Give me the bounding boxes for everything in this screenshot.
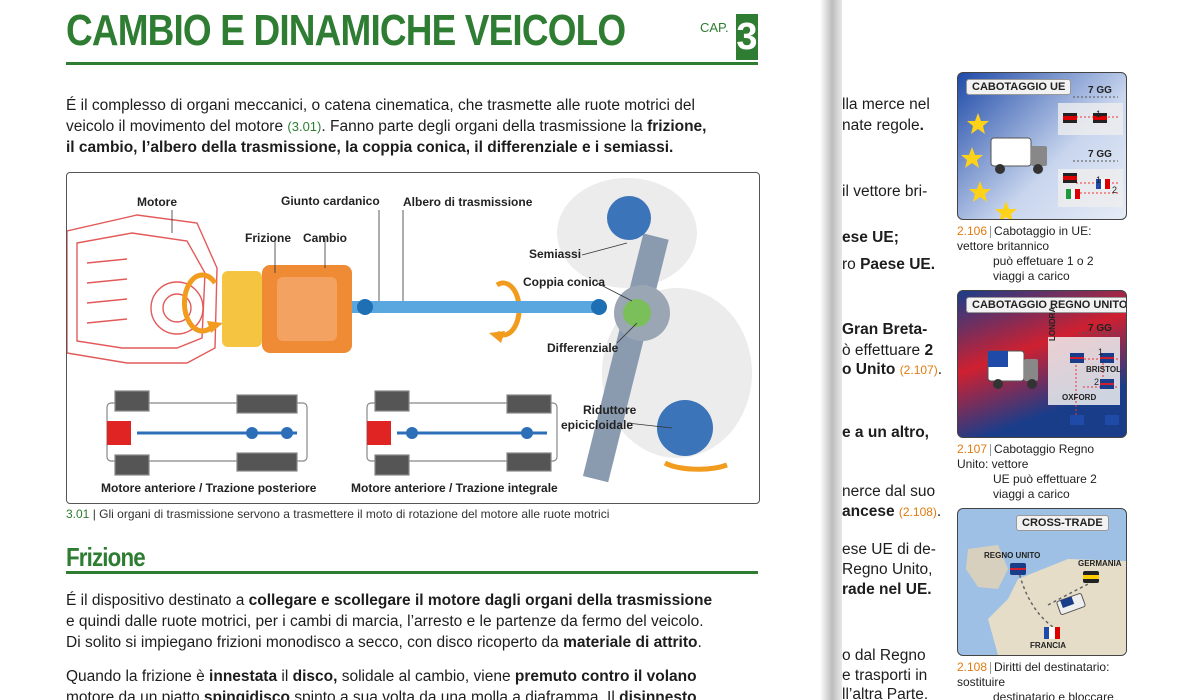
left-page: CAMBIO E DINAMICHE VEICOLO CAP. 3 É il c… xyxy=(0,0,820,700)
layout-diagram-awd xyxy=(366,390,558,476)
city-bristol: BRISTOL xyxy=(1086,365,1121,374)
right-line-17: ll’altra Parte. xyxy=(842,686,929,700)
clutch-shape xyxy=(222,271,262,347)
label-layout-awd: Motore anteriore / Trazione integrale xyxy=(351,481,558,495)
cabotaggio-ue-diagram xyxy=(961,96,1123,219)
figure-caption: 3.01 | Gli organi di trasmissione servon… xyxy=(66,507,610,521)
card-title: CABOTAGGIO REGNO UNITO xyxy=(966,297,1126,313)
right-line-15: o dal Regno xyxy=(842,647,926,664)
card-cross-trade: CROSS-TRADE REGNO UNITO GERMANIA FRANCIA xyxy=(957,508,1127,656)
label-semiassi: Semiassi xyxy=(529,247,582,261)
chapter-title: CAMBIO E DINAMICHE VEICOLO xyxy=(66,6,626,55)
section-paragraph-2: Quando la frizione è innestata il disco,… xyxy=(66,666,758,700)
days-label-2: 7 GG xyxy=(1088,149,1112,160)
trip-number-1: 1 xyxy=(1098,347,1104,357)
figure-reference-2108[interactable]: (2.108) xyxy=(898,505,937,519)
label-frizione: Frizione xyxy=(245,231,292,245)
right-line-8: o Unito (2.107). xyxy=(842,361,943,378)
chapter-label: CAP. xyxy=(700,20,729,35)
label-giunto: Giunto cardanico xyxy=(281,194,380,208)
card-title: CROSS-TRADE xyxy=(1016,515,1109,531)
right-line-16: e trasporti in xyxy=(842,667,928,684)
trip-number-2: 2 xyxy=(1094,377,1100,387)
trip-number-2: 1 xyxy=(1096,175,1102,185)
label-riduttore: Riduttore xyxy=(583,403,637,417)
section-title: Frizione xyxy=(66,542,146,572)
trip-number-1: 1 xyxy=(1096,109,1102,119)
upper-hub xyxy=(607,196,651,240)
layout-diagram-rear xyxy=(106,390,308,476)
cabotaggio-uk-diagram xyxy=(987,332,1120,425)
card-cabotaggio-ue: CABOTAGGIO UE 7 GG 7 GG xyxy=(957,72,1127,220)
book-gutter xyxy=(820,0,842,700)
right-line-14: rade nel UE. xyxy=(842,581,932,598)
section-p2-line-1: Quando la frizione è innestata il disco,… xyxy=(66,668,697,685)
label-epicicloidale: epicicloidale xyxy=(561,418,634,432)
figure-reference[interactable]: (3.01) xyxy=(287,119,322,134)
section-p2-line-2: motore da un piatto spingidisco spinto a… xyxy=(66,689,697,700)
title-rule xyxy=(66,62,758,65)
transmission-figure: Motore Frizione Cambio Giunto cardanico … xyxy=(66,172,760,504)
section-p1-line-1: É il dispositivo destinato a collegare e… xyxy=(66,592,713,609)
intro-line-3: il cambio, l’albero della trasmissione, … xyxy=(66,139,674,156)
right-line-1: lla merce nel xyxy=(842,96,930,113)
intro-paragraph: É il complesso di organi meccanici, o ca… xyxy=(66,95,758,158)
label-albero: Albero di trasmissione xyxy=(403,195,533,209)
section-rule xyxy=(66,571,758,574)
cross-trade-map xyxy=(966,545,1126,655)
right-line-13: Regno Unito, xyxy=(842,561,933,578)
label-cambio: Cambio xyxy=(303,231,348,245)
engine-drawing xyxy=(67,214,218,364)
label-coppia-conica: Coppia conica xyxy=(523,275,606,289)
right-line-10: nerce dal suo xyxy=(842,483,936,500)
right-line-9: e a un altro, xyxy=(842,424,929,441)
right-page: lla merce nel nate regole. il vettore br… xyxy=(842,0,1200,700)
days-label-1: 7 GG xyxy=(1088,85,1112,96)
label-regno-unito: REGNO UNITO xyxy=(984,551,1041,560)
intro-line-1: É il complesso di organi meccanici, o ca… xyxy=(66,97,695,114)
section-p1-line-2: e quindi dalle ruote motrici, per i camb… xyxy=(66,613,704,630)
transmission-illustration xyxy=(67,178,752,483)
right-line-6: Gran Breta- xyxy=(842,321,928,338)
label-francia: FRANCIA xyxy=(1030,641,1066,650)
trip-number-3: 2 xyxy=(1112,185,1118,195)
label-motore: Motore xyxy=(137,195,177,209)
chapter-number: 3 xyxy=(736,14,758,60)
right-line-3: il vettore bri- xyxy=(842,183,928,200)
hub-reducer xyxy=(657,400,713,456)
section-p1-line-3: Di solito si impiegano frizioni monodisc… xyxy=(66,634,702,651)
intro-line-2: veicolo il movimento del motore (3.01). … xyxy=(66,118,707,135)
days-label: 7 GG xyxy=(1088,323,1112,334)
right-line-2: nate regole. xyxy=(842,117,924,134)
label-differenziale: Differenziale xyxy=(547,341,619,355)
right-line-12: ese UE di de- xyxy=(842,541,936,558)
card-cabotaggio-regno-unito: CABOTAGGIO REGNO UNITO 7 GG LONDRA BRIST… xyxy=(957,290,1127,438)
label-layout-rear: Motore anteriore / Trazione posteriore xyxy=(101,481,317,495)
city-londra: LONDRA xyxy=(1048,306,1057,341)
right-line-4: ese UE; xyxy=(842,229,899,246)
right-line-7: ò effettuare 2 xyxy=(842,342,934,359)
card-title: CABOTAGGIO UE xyxy=(966,79,1072,95)
city-oxford: OXFORD xyxy=(1062,393,1097,402)
label-germania: GERMANIA xyxy=(1078,559,1122,568)
section-paragraph-1: É il dispositivo destinato a collegare e… xyxy=(66,590,758,653)
right-line-5: ro Paese UE. xyxy=(842,256,936,273)
right-line-11: ancese (2.108). xyxy=(842,503,942,520)
driveshaft-shape xyxy=(352,301,602,313)
figure-reference-2107[interactable]: (2.107) xyxy=(899,363,938,377)
